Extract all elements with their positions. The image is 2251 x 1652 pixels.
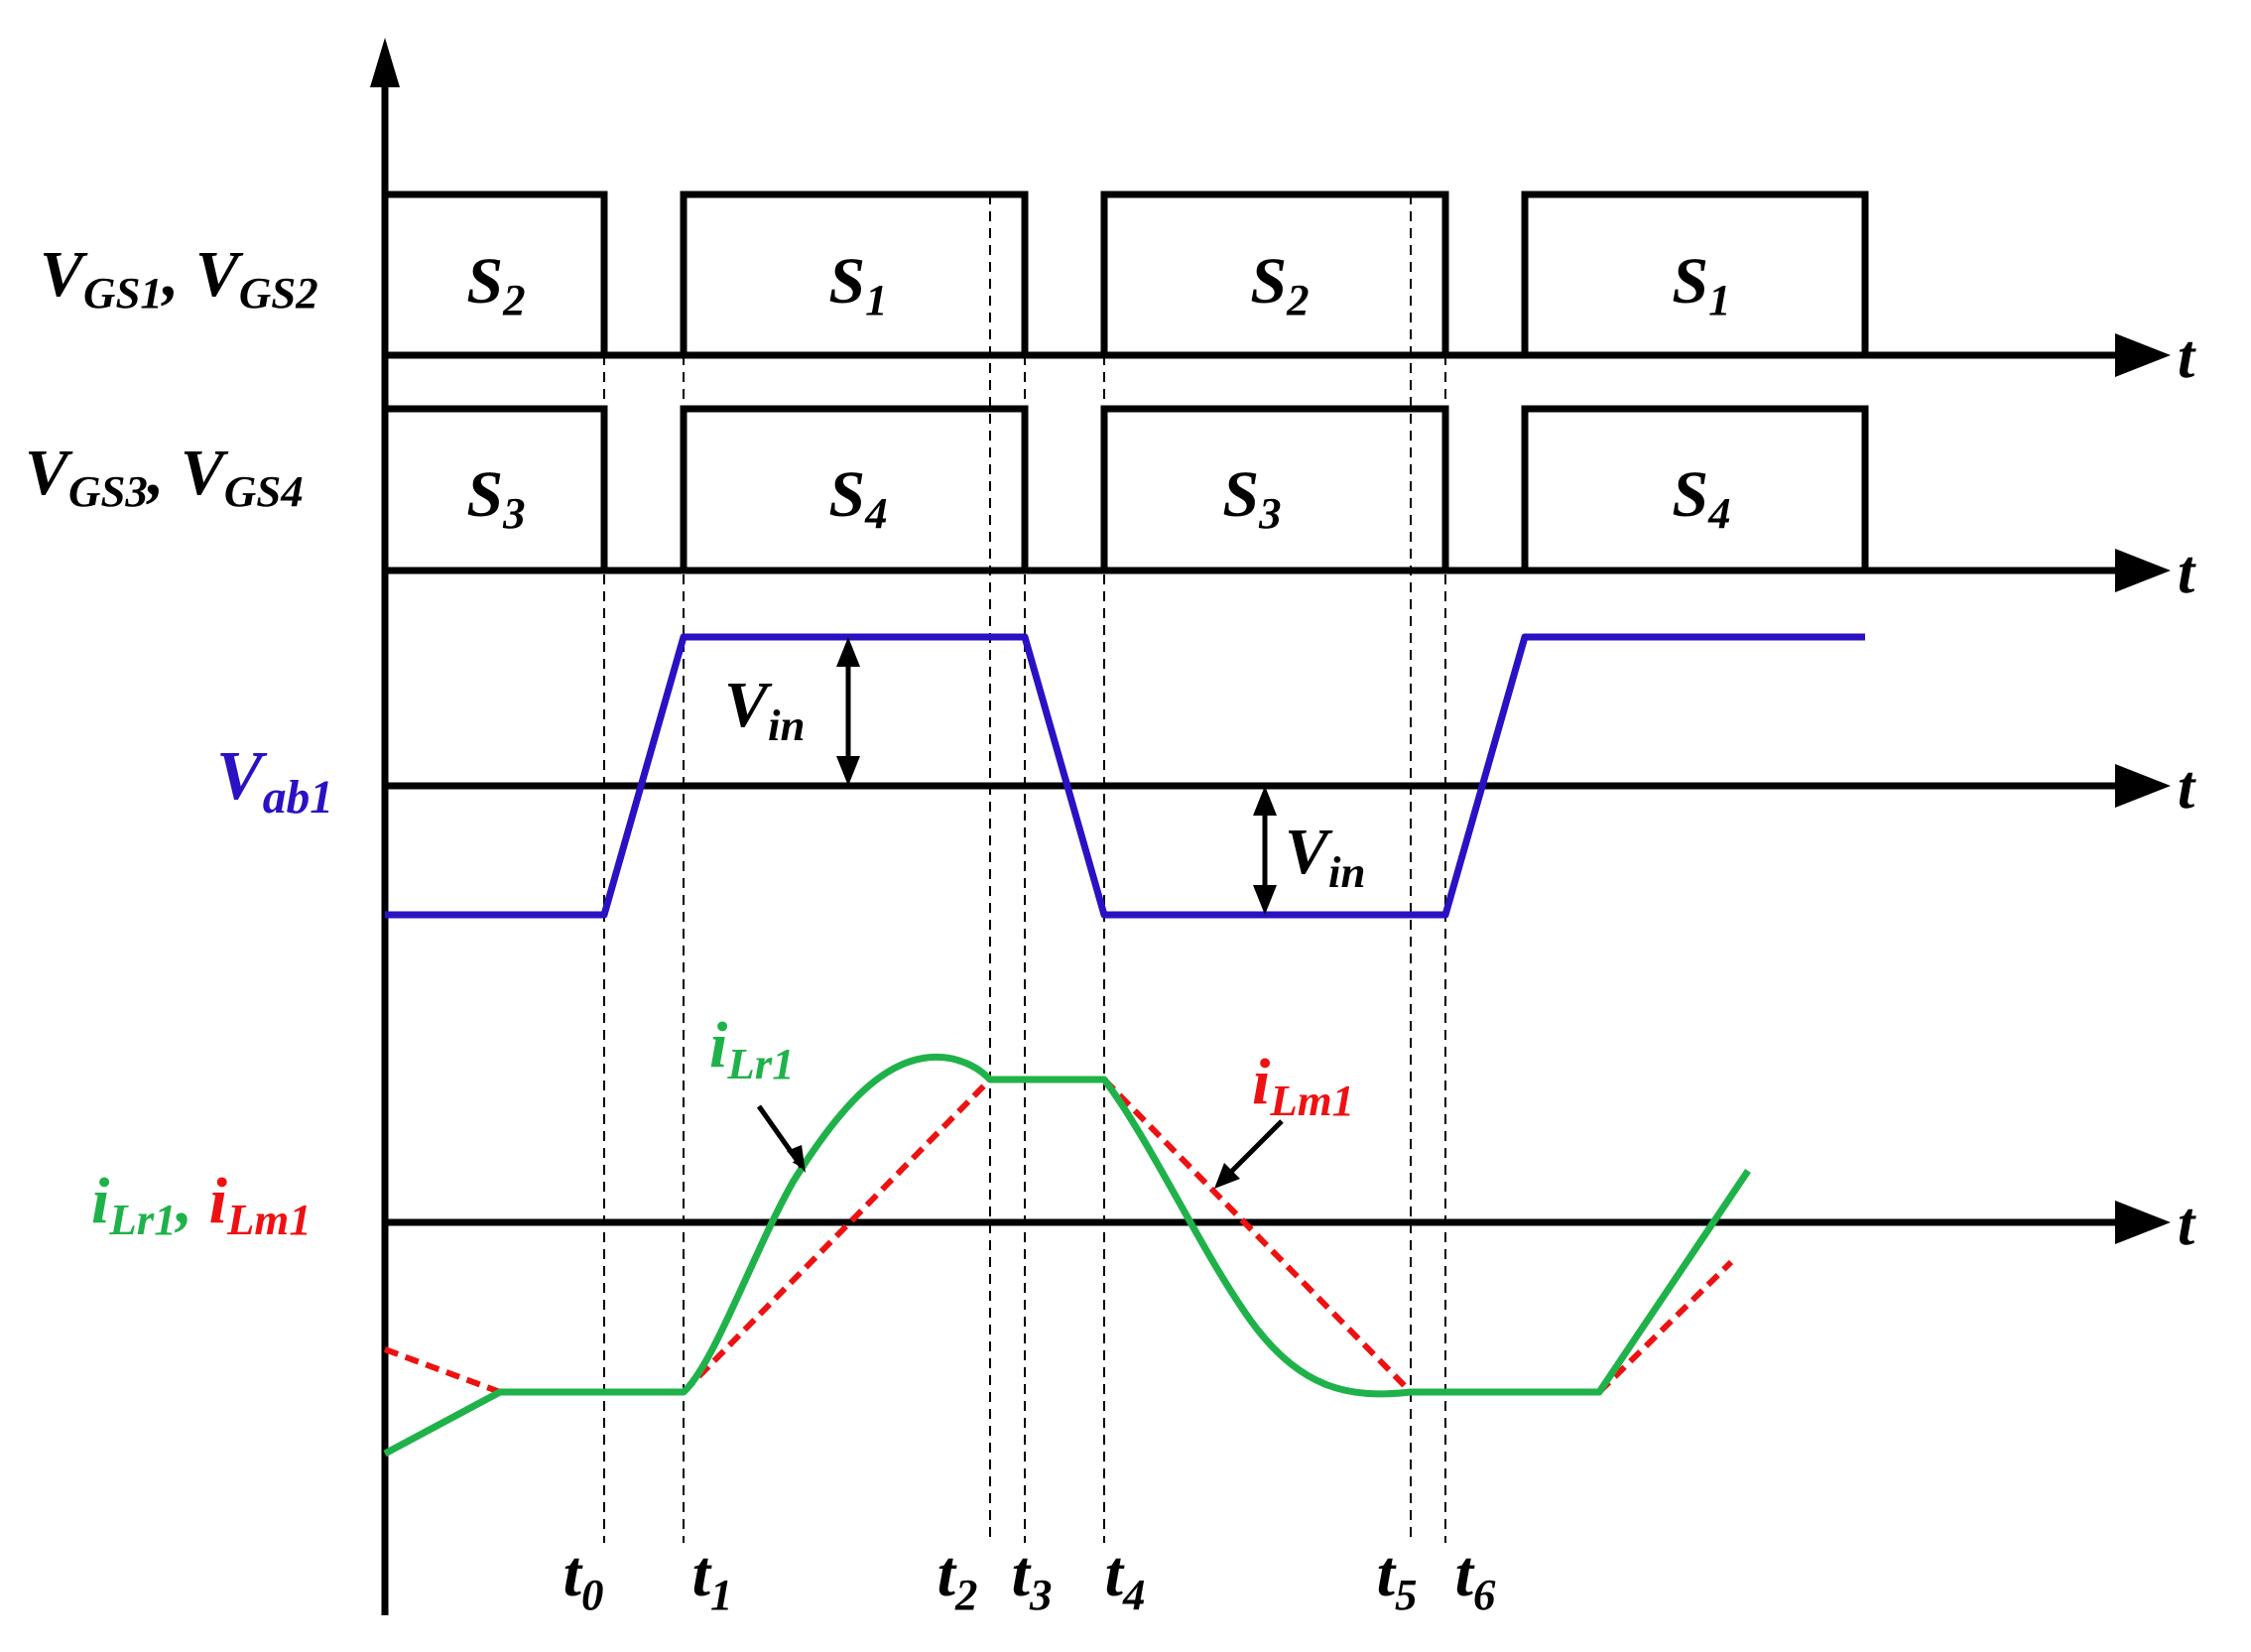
ilm1-waveform bbox=[383, 1077, 1734, 1395]
signal-label-vgs34: VGS3, VGS4 bbox=[25, 437, 304, 516]
time-axis-row2: t bbox=[385, 539, 2196, 606]
vab1-waveform bbox=[385, 633, 1865, 919]
time-label-t1: t1 bbox=[692, 1538, 733, 1619]
time-label-t6: t6 bbox=[1455, 1538, 1496, 1619]
axis-label-t: t bbox=[2178, 1191, 2196, 1258]
vertical-axis-arrowhead bbox=[370, 38, 400, 87]
pulse-s3-a bbox=[381, 405, 608, 571]
ilm1-annotation: iLm1 bbox=[1214, 1046, 1354, 1189]
signal-label-vab1: Vab1 bbox=[216, 738, 333, 824]
gate-pulses-vgs12 bbox=[381, 191, 1869, 355]
ilr1-annotation: iLr1 bbox=[709, 1009, 806, 1173]
time-axis-row1: t bbox=[385, 323, 2196, 391]
pulse-s3-b bbox=[1100, 405, 1449, 571]
time-label-t5: t5 bbox=[1377, 1538, 1418, 1619]
pulse-label: S3 bbox=[466, 458, 525, 538]
axis-label-t: t bbox=[2178, 539, 2196, 606]
time-label-t2: t2 bbox=[938, 1538, 978, 1619]
vin-dimension-bottom: Vin bbox=[1253, 786, 1365, 915]
vin-label-top: Vin bbox=[724, 669, 805, 750]
ilm1-label: iLm1 bbox=[1252, 1046, 1354, 1125]
time-marker-lines bbox=[603, 194, 1446, 1543]
pulse-label: S1 bbox=[828, 245, 887, 324]
signal-label-vgs12: VGS1, VGS2 bbox=[40, 238, 318, 318]
time-axis-row4: t bbox=[385, 1191, 2196, 1258]
vin-label-bottom: Vin bbox=[1285, 816, 1365, 897]
pulse-s4-a bbox=[680, 405, 1029, 571]
pulse-s4-b bbox=[1521, 405, 1869, 571]
axis-label-t: t bbox=[2178, 754, 2196, 822]
axis-label-t: t bbox=[2178, 323, 2196, 391]
gate-pulses-vgs34 bbox=[381, 405, 1869, 571]
time-marker-labels: t0 t1 t2 t3 t4 t5 t6 bbox=[563, 1538, 1496, 1619]
pulse-label: S2 bbox=[1250, 245, 1309, 324]
pulse-labels: S2 S1 S2 S1 S3 S4 S3 S4 bbox=[466, 245, 1730, 538]
pulse-label: S1 bbox=[1672, 245, 1730, 324]
time-label-t3: t3 bbox=[1012, 1538, 1053, 1619]
pulse-label: S4 bbox=[828, 458, 887, 538]
pulse-label: S3 bbox=[1222, 458, 1281, 538]
pulse-s1-b bbox=[1521, 191, 1869, 355]
time-label-t4: t4 bbox=[1105, 1538, 1146, 1619]
signal-label-currents: iLr1, iLm1 bbox=[91, 1165, 312, 1244]
pulse-s2-a bbox=[381, 191, 608, 355]
pulse-s2-b bbox=[1100, 191, 1449, 355]
time-label-t0: t0 bbox=[563, 1538, 604, 1619]
ilr1-label: iLr1 bbox=[709, 1009, 795, 1088]
time-axis-row3: t bbox=[385, 754, 2196, 822]
pulse-label: S2 bbox=[466, 245, 525, 324]
pulse-label: S4 bbox=[1672, 458, 1730, 538]
ilr1-waveform bbox=[383, 1054, 1751, 1458]
vin-dimension-top: Vin bbox=[724, 637, 860, 786]
pulse-s1-a bbox=[680, 191, 1029, 355]
